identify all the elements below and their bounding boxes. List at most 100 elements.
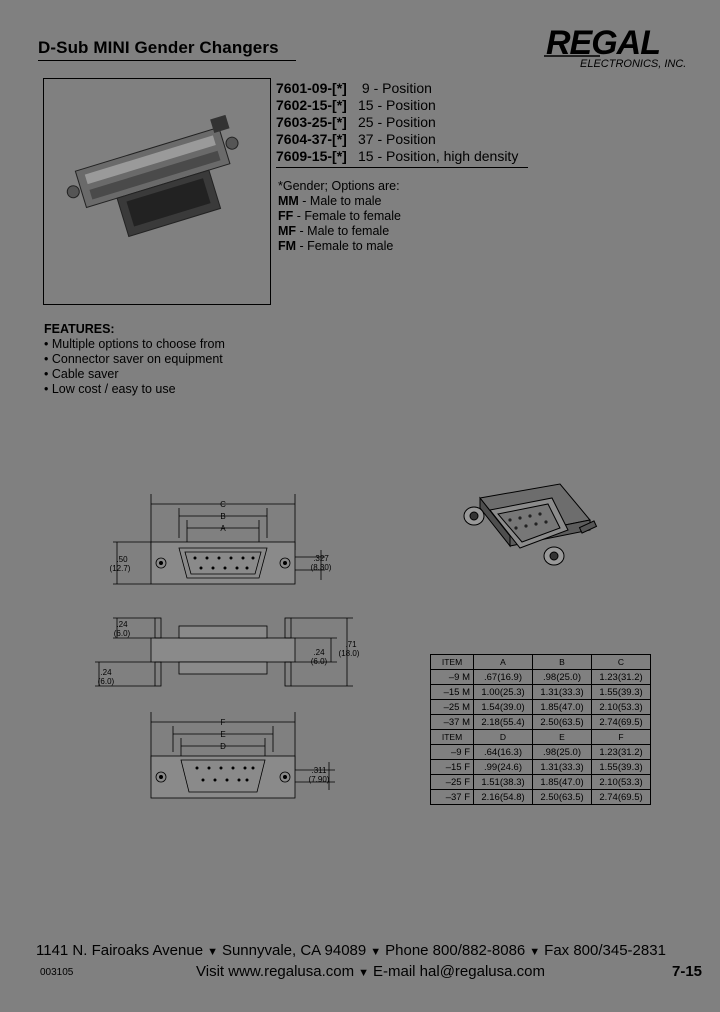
table-cell: 2.74(69.5) (591, 714, 651, 730)
table-cell: 1.00(25.3) (473, 684, 533, 700)
table-cell: –9 F (430, 744, 474, 760)
svg-text:(7.90): (7.90) (309, 775, 330, 784)
svg-text:.327: .327 (313, 554, 329, 563)
svg-text:F: F (221, 718, 226, 727)
gender-options: *Gender; Options are: MM - Male to male … (278, 179, 401, 254)
table-cell: –9 M (430, 669, 474, 685)
regal-logo: REGAL ELECTRONICS, INC. (544, 26, 686, 70)
svg-text:D: D (220, 742, 226, 751)
page-number: 7-15 (672, 963, 703, 980)
svg-text:(12.7): (12.7) (110, 564, 131, 573)
table-cell: 1.31(33.3) (532, 684, 592, 700)
part-row: 7602-15-[*]15 - Position (276, 97, 436, 113)
svg-text:B: B (220, 512, 225, 521)
footer-fax: Fax 800/345-2831 (544, 942, 666, 959)
svg-text:(6.0): (6.0) (114, 629, 131, 638)
triangle-icon: ▼ (529, 946, 541, 958)
table-row: –9 F.64(16.3).98(25.0)1.23(31.2) (430, 744, 651, 760)
part-row: 7604-37-[*]37 - Position (276, 131, 436, 147)
table-cell: –37 M (430, 714, 474, 730)
table-cell: –25 F (430, 774, 474, 790)
document-number: 003105 (40, 967, 74, 978)
table-cell: –15 M (430, 684, 474, 700)
table-cell: B (532, 654, 592, 670)
table-cell: 2.74(69.5) (591, 789, 651, 805)
table-cell: 2.50(63.5) (532, 789, 592, 805)
feature-item: • Low cost / easy to use (44, 382, 176, 396)
svg-text:.24: .24 (313, 648, 325, 657)
table-cell: 1.23(31.2) (591, 669, 651, 685)
option-item: FF - Female to female (278, 209, 401, 223)
part-list: 7601-09-[*] 9 - Position 7602-15-[*]15 -… (276, 80, 528, 168)
footer-city: Sunnyvale, CA 94089 (221, 942, 367, 959)
table-cell: 1.55(39.3) (591, 684, 651, 700)
footer-website[interactable]: Visit www.regalusa.com (196, 963, 355, 980)
table-cell: .99(24.6) (473, 759, 533, 775)
footer-phone: Phone 800/882-8086 (385, 942, 526, 959)
table-cell: –37 F (430, 789, 474, 805)
table-cell: .98(25.0) (532, 744, 592, 760)
features-list: FEATURES: • Multiple options to choose f… (44, 322, 225, 397)
table-cell: 1.23(31.2) (591, 744, 651, 760)
table-cell: 2.16(54.8) (473, 789, 533, 805)
option-item: MF - Male to female (278, 224, 390, 238)
part-row: 7603-25-[*]25 - Position (276, 114, 436, 130)
feature-item: • Multiple options to choose from (44, 337, 225, 351)
table-cell: –25 M (430, 699, 474, 715)
table-cell: A (473, 654, 533, 670)
table-cell: .64(16.3) (473, 744, 533, 760)
svg-text:.71: .71 (345, 640, 357, 649)
footer-address: 1141 N. Fairoaks Avenue (36, 942, 204, 959)
page-title: D-Sub MINI Gender Changers (38, 38, 279, 57)
svg-text:(6.0): (6.0) (98, 677, 115, 686)
table-cell: 1.85(47.0) (532, 774, 592, 790)
connector-photo-icon (66, 114, 239, 238)
svg-text:C: C (220, 500, 226, 509)
features-header: FEATURES: (44, 322, 115, 336)
table-cell: 2.50(63.5) (532, 714, 592, 730)
feature-item: • Cable saver (44, 367, 119, 381)
svg-text:E: E (220, 730, 225, 739)
table-cell: 1.55(39.3) (591, 759, 651, 775)
table-cell: –15 F (430, 759, 474, 775)
options-header: *Gender; Options are: (278, 179, 400, 193)
table-cell: ITEM (430, 654, 474, 670)
svg-text:.311: .311 (312, 766, 328, 775)
table-cell: E (532, 729, 592, 745)
table-cell: .67(16.9) (473, 669, 533, 685)
table-cell: 1.85(47.0) (532, 699, 592, 715)
table-cell: D (473, 729, 533, 745)
table-cell: 1.54(39.0) (473, 699, 533, 715)
table-cell: 2.10(53.3) (591, 699, 651, 715)
option-item: MM - Male to male (278, 194, 382, 208)
table-cell: .98(25.0) (532, 669, 592, 685)
table-cell: ITEM (430, 729, 474, 745)
part-list-rule (276, 167, 528, 168)
triangle-icon: ▼ (207, 946, 218, 958)
dimension-drawings: C B A F E D .50 (12.7) .327 (8.30) .24 (… (95, 494, 360, 799)
footer-email[interactable]: E-mail hal@regalusa.com (373, 963, 545, 980)
table-cell: F (591, 729, 651, 745)
svg-text:(6.0): (6.0) (311, 657, 328, 666)
table-row: –9 M.67(16.9).98(25.0)1.23(31.2) (430, 669, 651, 685)
option-item: FM - Female to male (278, 239, 394, 253)
svg-text:.24: .24 (116, 620, 128, 629)
feature-item: • Connector saver on equipment (44, 352, 223, 366)
svg-text:(8.30): (8.30) (311, 563, 332, 572)
table-cell: 2.18(55.4) (473, 714, 533, 730)
table-cell: C (591, 654, 651, 670)
title-rule (38, 60, 296, 61)
product-photo (43, 78, 271, 305)
part-row: 7609-15-[*]15 - Position, high density (276, 148, 519, 164)
isometric-connector-icon (463, 483, 598, 566)
svg-text:.50: .50 (116, 555, 128, 564)
svg-text:.24: .24 (100, 668, 112, 677)
